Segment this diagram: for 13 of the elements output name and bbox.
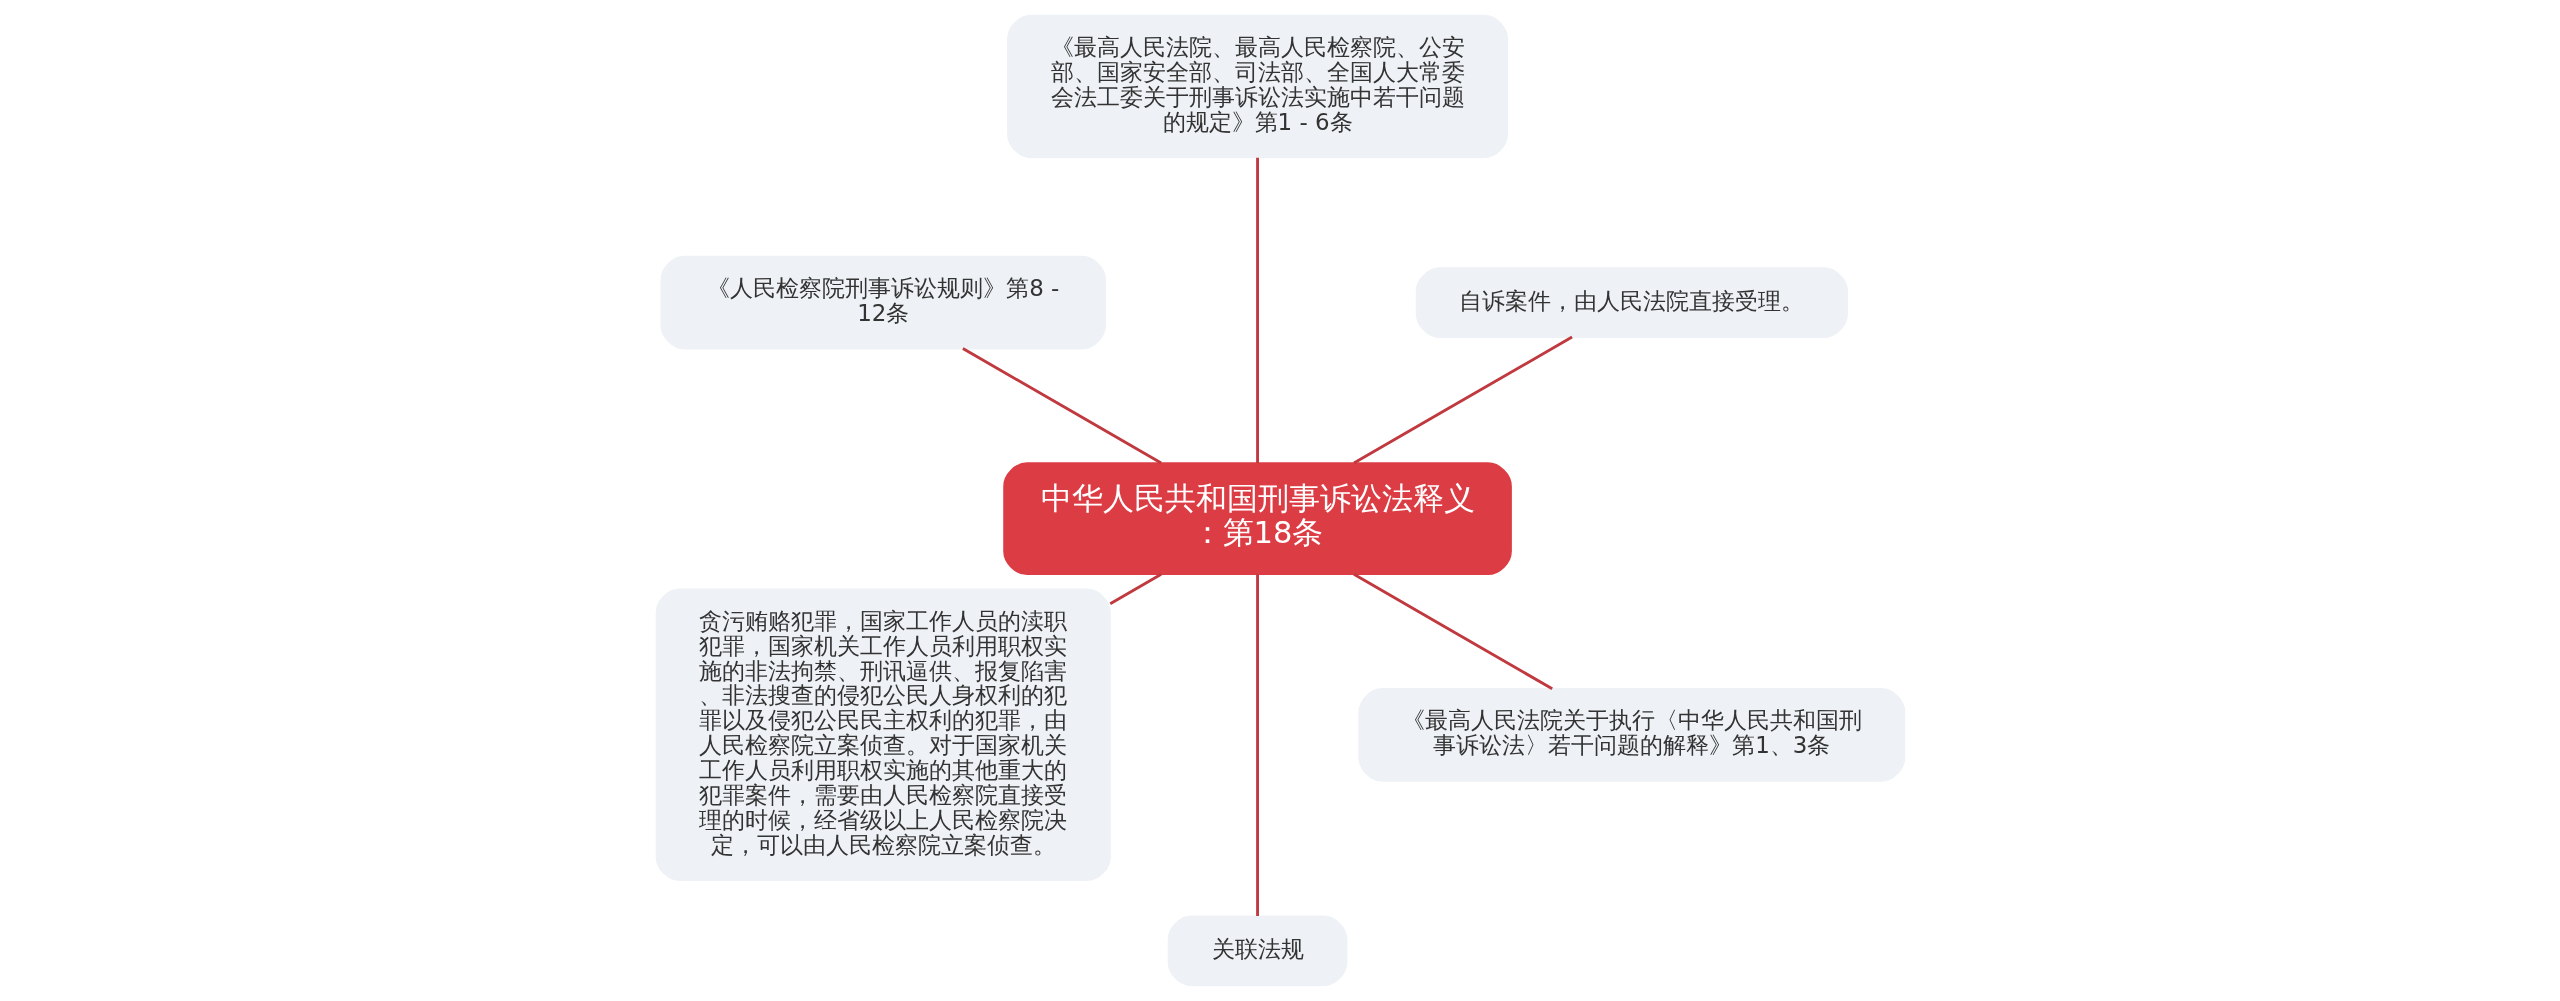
node-box: 自诉案件，由人民法院直接受理。: [1415, 267, 1848, 338]
node-box: 《最高人民法院、最高人民检察院、公安部、国家安全部、司法部、全国人大常委会法工委关于刑事诉讼法实施中若干问题的规定》第1 - 6条: [1006, 14, 1508, 159]
connector: [1255, 574, 1259, 917]
node-box: 贪污贿赂犯罪，国家工作人员的渎职犯罪，国家机关工作人员利用职权实施的非法拘禁、刑讯逼供、报复陷害、非法搜查的侵犯公民人身权利的犯罪以及侵犯公民民主权利的犯罪，由人民检察院立案侦查。对于国家机关工作人员利用职权实施的其他重大的犯罪案件，需要由人民检察院直接受理的时候，经省级以上人民检察院决定，可以由人民检察院立案侦查。: [655, 588, 1111, 882]
connector: [1255, 157, 1259, 464]
node-box: 《人民检察院刑事诉讼规则》第8 - 12条: [659, 255, 1106, 350]
connector: [1109, 573, 1162, 605]
connector: [1352, 335, 1573, 465]
node-box: 中华人民共和国刑事诉讼法释义：第18条: [1002, 462, 1512, 576]
connector: [1352, 573, 1553, 691]
node-box: 《最高人民法院关于执行〈中华人民共和国刑事诉讼法〉若干问题的解释》第1、3条: [1357, 687, 1905, 782]
node-box: 关联法规: [1167, 915, 1347, 987]
connector: [961, 347, 1162, 465]
